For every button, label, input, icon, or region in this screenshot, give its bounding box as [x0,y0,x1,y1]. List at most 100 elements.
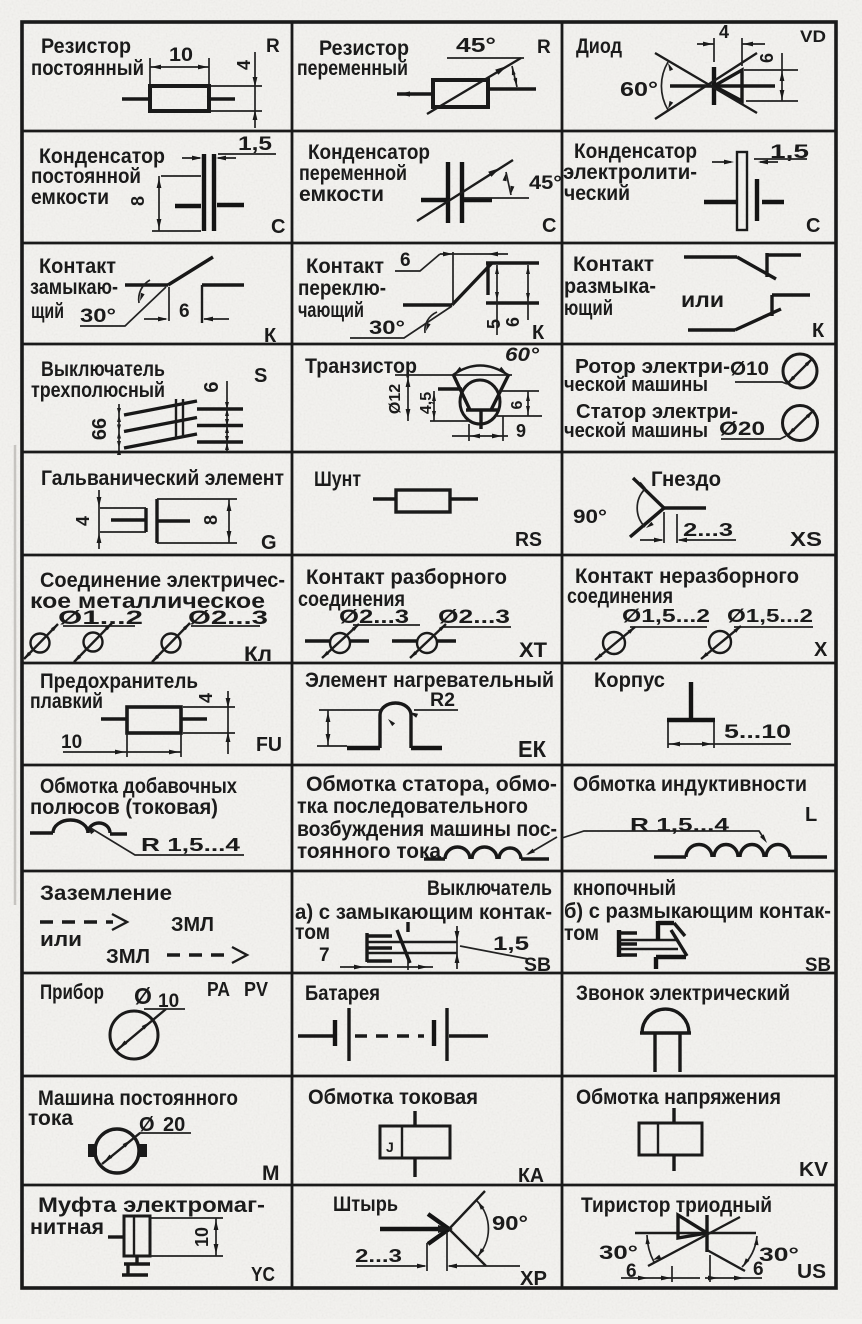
svg-text:соединения: соединения [567,585,673,608]
svg-text:9: 9 [516,421,526,441]
svg-text:переменный: переменный [297,57,408,80]
svg-text:ческий: ческий [564,182,630,205]
svg-text:R 1,5...4: R 1,5...4 [141,835,240,855]
svg-text:переклю-: переклю- [298,277,386,300]
svg-text:ЕК: ЕК [518,736,547,762]
svg-text:G: G [261,532,277,554]
svg-text:Муфта электромаг-: Муфта электромаг- [38,1194,265,1217]
svg-text:тока: тока [28,1107,73,1130]
svg-text:переменной: переменной [299,162,407,185]
svg-text:SB: SB [805,955,831,976]
svg-text:ческой машины: ческой машины [564,374,708,396]
svg-text:К: К [812,320,825,342]
svg-text:К: К [532,322,545,344]
svg-text:4: 4 [719,22,729,42]
svg-text:S: S [254,365,267,387]
svg-text:VD: VD [800,27,826,46]
svg-text:7: 7 [319,945,330,966]
svg-text:30°: 30° [369,318,405,339]
svg-text:постоянной: постоянной [31,165,141,188]
svg-text:Корпус: Корпус [594,669,665,692]
svg-text:том: том [564,922,599,945]
svg-text:8: 8 [201,515,221,525]
svg-text:L: L [805,804,817,826]
svg-text:Ø20: Ø20 [719,419,765,440]
svg-text:90°: 90° [492,1213,528,1235]
svg-text:а) с замыкающим контак-: а) с замыкающим контак- [295,901,552,924]
svg-text:10: 10 [158,991,179,1012]
svg-text:ХТ: ХТ [519,639,547,662]
svg-text:Контакт: Контакт [573,253,654,276]
svg-text:ХР: ХР [520,1268,547,1290]
svg-text:10: 10 [169,45,193,66]
svg-text:6: 6 [179,301,190,322]
svg-text:6: 6 [400,250,411,271]
svg-text:Конденсатор: Конденсатор [39,145,165,168]
svg-text:или: или [40,929,82,951]
svg-text:тка последовательного: тка последовательного [297,795,528,818]
svg-text:XS: XS [790,529,822,551]
svg-text:6: 6 [757,53,777,63]
svg-text:Ø: Ø [139,1114,155,1136]
svg-text:Контакт разборного: Контакт разборного [306,566,507,589]
svg-text:Транзистор: Транзистор [305,355,417,378]
svg-text:постоянный: постоянный [31,57,144,80]
svg-text:R 1,5...4: R 1,5...4 [630,815,729,835]
svg-text:Ротор электри-: Ротор электри- [575,356,730,378]
svg-text:Резистор: Резистор [41,35,131,58]
svg-text:45°: 45° [456,35,496,57]
svg-text:Контакт неразборного: Контакт неразборного [575,565,799,588]
svg-text:2...3: 2...3 [683,520,733,540]
svg-text:Элемент нагревательный: Элемент нагревательный [305,669,554,692]
svg-text:Прибор: Прибор [40,981,104,1004]
svg-text:Штырь: Штырь [333,1193,398,1216]
svg-text:PV: PV [244,979,269,1001]
svg-text:К: К [264,325,277,347]
svg-text:90°: 90° [573,507,607,528]
svg-text:Звонок электрический: Звонок электрический [576,982,790,1005]
svg-text:8: 8 [128,196,148,206]
svg-text:R: R [537,37,551,58]
svg-text:6: 6 [753,1259,764,1280]
svg-text:20: 20 [163,1114,185,1136]
svg-text:PA: PA [207,979,230,1001]
svg-text:Шунт: Шунт [314,468,361,491]
svg-text:М: М [262,1162,280,1185]
svg-text:щий: щий [31,300,64,323]
svg-text:66: 66 [89,418,111,440]
svg-text:J: J [386,1139,394,1155]
svg-text:10: 10 [61,732,82,753]
svg-text:R2: R2 [430,690,455,711]
svg-text:размыка-: размыка- [564,275,656,298]
svg-text:YC: YC [251,1264,275,1286]
svg-text:Предохранитель: Предохранитель [40,670,198,693]
svg-text:Ø10: Ø10 [730,359,769,380]
svg-text:10: 10 [192,1227,212,1247]
svg-text:тоянного тока: тоянного тока [297,840,441,863]
svg-text:емкости: емкости [31,186,109,209]
svg-text:6: 6 [503,317,523,327]
svg-text:Обмотка индуктивности: Обмотка индуктивности [573,773,807,796]
svg-text:1,5: 1,5 [238,134,273,155]
svg-text:соединения: соединения [298,588,405,611]
svg-text:C: C [271,216,285,238]
svg-text:US: US [797,1261,826,1283]
svg-text:Ø1,5...2: Ø1,5...2 [727,606,813,626]
svg-text:КА: КА [518,1165,544,1187]
svg-text:RS: RS [515,529,542,551]
svg-text:Контакт: Контакт [306,255,384,278]
svg-text:кое металлическое: кое металлическое [30,590,265,613]
svg-text:2...3: 2...3 [355,1246,402,1266]
svg-text:6: 6 [626,1261,637,1282]
svg-text:Ø1,5...2: Ø1,5...2 [622,606,710,626]
svg-text:Ø2...3: Ø2...3 [438,607,510,628]
svg-text:1,5: 1,5 [770,142,810,163]
svg-text:6: 6 [201,381,223,392]
svg-text:5: 5 [484,319,504,329]
svg-text:C: C [542,215,556,237]
svg-text:Соединение электричес-: Соединение электричес- [40,569,285,592]
svg-text:замыкаю-: замыкаю- [30,276,118,299]
svg-text:SB: SB [524,955,551,976]
svg-text:ЗМЛ: ЗМЛ [171,914,214,936]
svg-text:Обмотка добавочных: Обмотка добавочных [40,775,237,798]
